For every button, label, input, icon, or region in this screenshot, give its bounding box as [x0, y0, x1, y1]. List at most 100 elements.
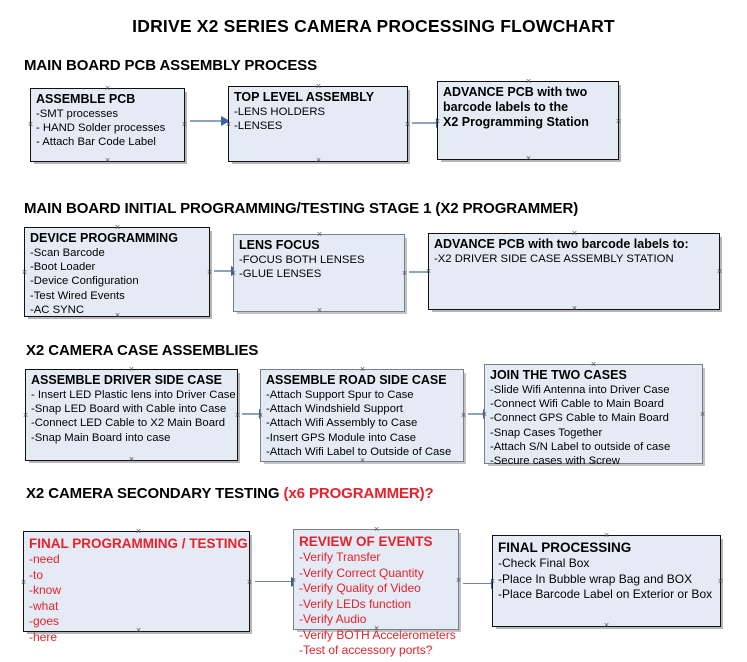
connector-point-bottom	[359, 457, 366, 464]
node-line: -goes	[29, 614, 60, 628]
section-header-red-text: (x6 PROGRAMMER)?	[283, 485, 434, 502]
connector-point-top	[114, 224, 121, 231]
node-title: FINAL PROCESSING	[498, 540, 632, 555]
node-line: -AC SYNC	[30, 303, 84, 316]
connector-point-left	[257, 412, 264, 419]
node-line: - HAND Solder processes	[36, 122, 166, 135]
connector-point-bottom	[135, 627, 142, 634]
connector-point-right	[615, 118, 622, 125]
connector-point-right	[206, 269, 213, 276]
arrow-review-of-events-to-final-processing	[463, 577, 500, 592]
connector-point-top	[128, 366, 135, 373]
section-header-x2-camera-secondary-testing: X2 CAMERA SECONDARY TESTING (x6 PROGRAMM…	[26, 485, 434, 502]
node-lens-focus[interactable]: LENS FOCUS -FOCUS BOTH LENSES -GLUE LENS…	[233, 234, 405, 312]
connector-point-left	[425, 268, 432, 275]
node-line: X2 Programming Station	[443, 115, 589, 129]
connector-point-left	[22, 412, 29, 419]
node-line: barcode labels to the	[443, 100, 569, 114]
node-assemble-road-side-case[interactable]: ASSEMBLE ROAD SIDE CASE -Attach Support …	[260, 369, 464, 462]
connector-point-right	[716, 268, 723, 275]
node-line: -Place Barcode Label on Exterior or Box	[498, 587, 713, 601]
node-review-of-events[interactable]: REVIEW OF EVENTS -Verify Transfer -Verif…	[290, 526, 459, 657]
node-line: -Secure cases with Screw	[490, 455, 620, 468]
node-line-overflow: -Test of accessory ports?	[299, 643, 433, 657]
node-title: LENS FOCUS	[239, 238, 320, 252]
node-line: -Attach Wifi Label to Outside of Case	[266, 445, 452, 458]
connector-point-left	[290, 577, 297, 584]
node-line: -Snap Cases Together	[490, 426, 603, 439]
node-line: -Insert GPS Module into Case	[266, 431, 417, 444]
section-header-text: X2 CAMERA CASE ASSEMBLIES	[26, 342, 259, 359]
node-line: -Attach Windshield Support	[266, 403, 403, 416]
connector-point-bottom	[525, 155, 532, 162]
node-line: -to	[29, 567, 44, 582]
node-line: -need	[29, 552, 60, 566]
node-title: TOP LEVEL ASSEMBLY	[234, 90, 375, 104]
connector-point-top	[104, 85, 111, 92]
connector-point-left	[21, 269, 28, 276]
node-line: -Place In Bubble wrap Bag and BOX	[498, 571, 693, 586]
node-top-level-assembly[interactable]: TOP LEVEL ASSEMBLY -LENS HOLDERS -LENSES	[228, 86, 408, 162]
connector-point-bottom	[128, 456, 135, 463]
node-join-the-two-cases[interactable]: JOIN THE TWO CASES -Slide Wifi Antenna i…	[481, 361, 703, 467]
connector-point-right	[401, 270, 408, 277]
connector-point-left	[434, 118, 441, 125]
connector-point-bottom	[315, 157, 322, 164]
connector-point-right	[181, 121, 188, 128]
connector-point-bottom	[571, 305, 578, 312]
node-line: -here	[29, 629, 58, 644]
node-title: ASSEMBLE PCB	[36, 92, 136, 106]
node-line: -Check Final Box	[498, 556, 590, 570]
section-header-text: MAIN BOARD PCB ASSEMBLY PROCESS	[24, 57, 318, 74]
connector-point-bottom	[104, 157, 111, 164]
connector-point-left	[230, 270, 237, 277]
section-header-text: MAIN BOARD INITIAL PROGRAMMING/TESTING S…	[24, 200, 579, 217]
node-assemble-pcb[interactable]: ASSEMBLE PCB -SMT processes - HAND Solde…	[30, 88, 185, 162]
node-final-programming-testing[interactable]: FINAL PROGRAMMING / TESTING -need -to -k…	[20, 528, 253, 644]
section-header-text: X2 CAMERA SECONDARY TESTING	[26, 485, 284, 502]
section-header-main-board-pcb-assembly: MAIN BOARD PCB ASSEMBLY PROCESS	[24, 57, 317, 74]
node-title: JOIN THE TWO CASES	[490, 368, 627, 382]
node-line: -FOCUS BOTH LENSES	[239, 254, 365, 266]
connector-point-top	[316, 231, 323, 238]
node-line: -Boot Loader	[30, 261, 96, 274]
connector-point-top	[373, 526, 380, 533]
connector-point-right	[246, 579, 253, 586]
node-device-programming[interactable]: DEVICE PROGRAMMING -Scan Barcode -Boot L…	[24, 227, 210, 317]
node-assemble-driver-side-case[interactable]: ASSEMBLE DRIVER SIDE CASE - Insert LED P…	[25, 369, 238, 461]
node-line: -Verify Transfer	[299, 550, 381, 564]
node-title: REVIEW OF EVENTS	[299, 534, 433, 549]
page-title: IDRIVE X2 SERIES CAMERA PROCESSING FLOWC…	[132, 16, 615, 36]
connector-point-left	[20, 579, 27, 586]
node-advance-pcb-to-programming-station[interactable]: ADVANCE PCB with two barcode labels to t…	[437, 81, 619, 160]
node-line: -Attach Support Spur to Case	[266, 389, 414, 401]
node-line: -Device Configuration	[30, 275, 139, 288]
connector-point-bottom	[316, 307, 323, 314]
node-line: - Insert LED Plastic lens into Driver Ca…	[31, 389, 236, 401]
connector-point-top	[603, 532, 610, 539]
connector-point-left	[481, 411, 488, 418]
node-line: -Attach S/N Label to outside of case	[490, 440, 671, 453]
connector-point-left	[489, 578, 496, 585]
connector-point-top	[590, 361, 597, 368]
connector-point-bottom	[114, 312, 121, 319]
connector-point-top	[135, 528, 142, 535]
connector-point-left	[225, 121, 232, 128]
node-advance-pcb-to-driver-side-case[interactable]: ADVANCE PCB with two barcode labels to: …	[428, 233, 720, 310]
node-title: ASSEMBLE DRIVER SIDE CASE	[31, 373, 223, 387]
connector-point-right	[234, 412, 241, 419]
connector-point-top	[315, 83, 322, 90]
connector-point-bottom	[590, 459, 597, 466]
node-final-processing[interactable]: FINAL PROCESSING -Check Final Box -Place…	[492, 535, 721, 627]
connector-point-bottom	[373, 625, 380, 632]
node-line: -Verify Correct Quantity	[299, 565, 424, 580]
node-line: -LENS HOLDERS	[234, 106, 326, 118]
node-line: -Slide Wifi Antenna into Driver Case	[490, 384, 670, 396]
node-line: -Snap Main Board into case	[31, 431, 171, 444]
section-header-x2-camera-case-assemblies: X2 CAMERA CASE ASSEMBLIES	[26, 342, 258, 359]
node-line: -LENSES	[234, 120, 283, 133]
section-header-main-board-initial-programming: MAIN BOARD INITIAL PROGRAMMING/TESTING S…	[24, 200, 578, 217]
node-title: DEVICE PROGRAMMING	[30, 231, 178, 245]
connector-point-top	[525, 78, 532, 85]
connector-point-right	[404, 121, 411, 128]
